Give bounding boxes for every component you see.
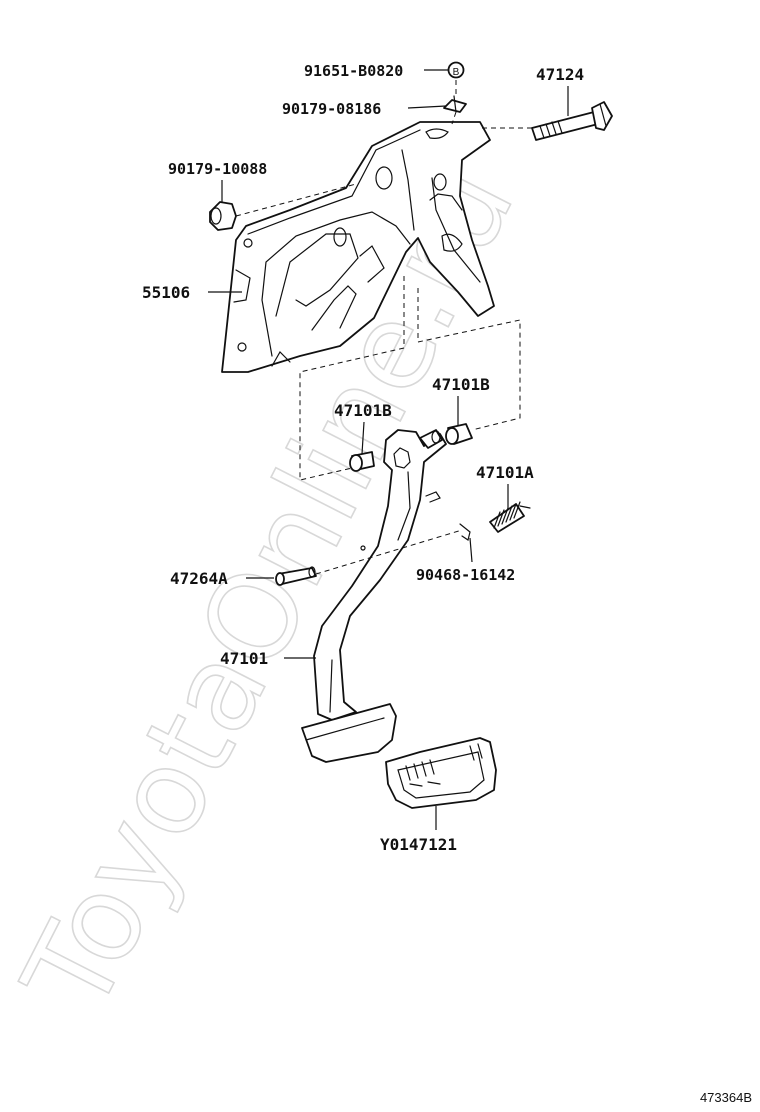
figure-code: 473364B — [700, 1090, 752, 1105]
leader-lines — [208, 69, 569, 830]
washer-90179-08186 — [443, 95, 467, 113]
label-90179-10088: 90179-10088 — [168, 160, 267, 178]
pedal-pad-cover-Y0147121 — [385, 737, 497, 809]
clip-90468-16142 — [459, 523, 471, 541]
pedal-bracket-55106 — [221, 121, 495, 373]
label-47101: 47101 — [220, 649, 268, 668]
label-47101b-right: 47101B — [432, 375, 490, 394]
part-labels: 91651-B0820 90179-08186 47124 90179-1008… — [142, 62, 584, 854]
label-y0147121: Y0147121 — [380, 835, 457, 854]
bushing-47101b-left — [349, 451, 375, 472]
label-47264a: 47264A — [170, 569, 228, 588]
label-91651-b0820: 91651-B0820 — [304, 62, 403, 80]
b-marker: B — [453, 67, 460, 78]
assembly-lines — [235, 80, 532, 575]
label-47101a: 47101A — [476, 463, 534, 482]
nut-91651-b0820: B — [447, 61, 465, 79]
bolt-47124 — [531, 101, 613, 141]
brake-pedal-47101 — [301, 429, 447, 763]
pin-47264a — [275, 566, 317, 586]
label-47101b-left: 47101B — [334, 401, 392, 420]
label-55106: 55106 — [142, 283, 190, 302]
label-90468-16142: 90468-16142 — [416, 566, 515, 584]
label-47124: 47124 — [536, 65, 584, 84]
spring-47101a — [489, 501, 531, 533]
bushing-47101b-right — [445, 423, 473, 445]
nut-90179-10088 — [209, 201, 237, 231]
label-90179-08186: 90179-08186 — [282, 100, 381, 118]
